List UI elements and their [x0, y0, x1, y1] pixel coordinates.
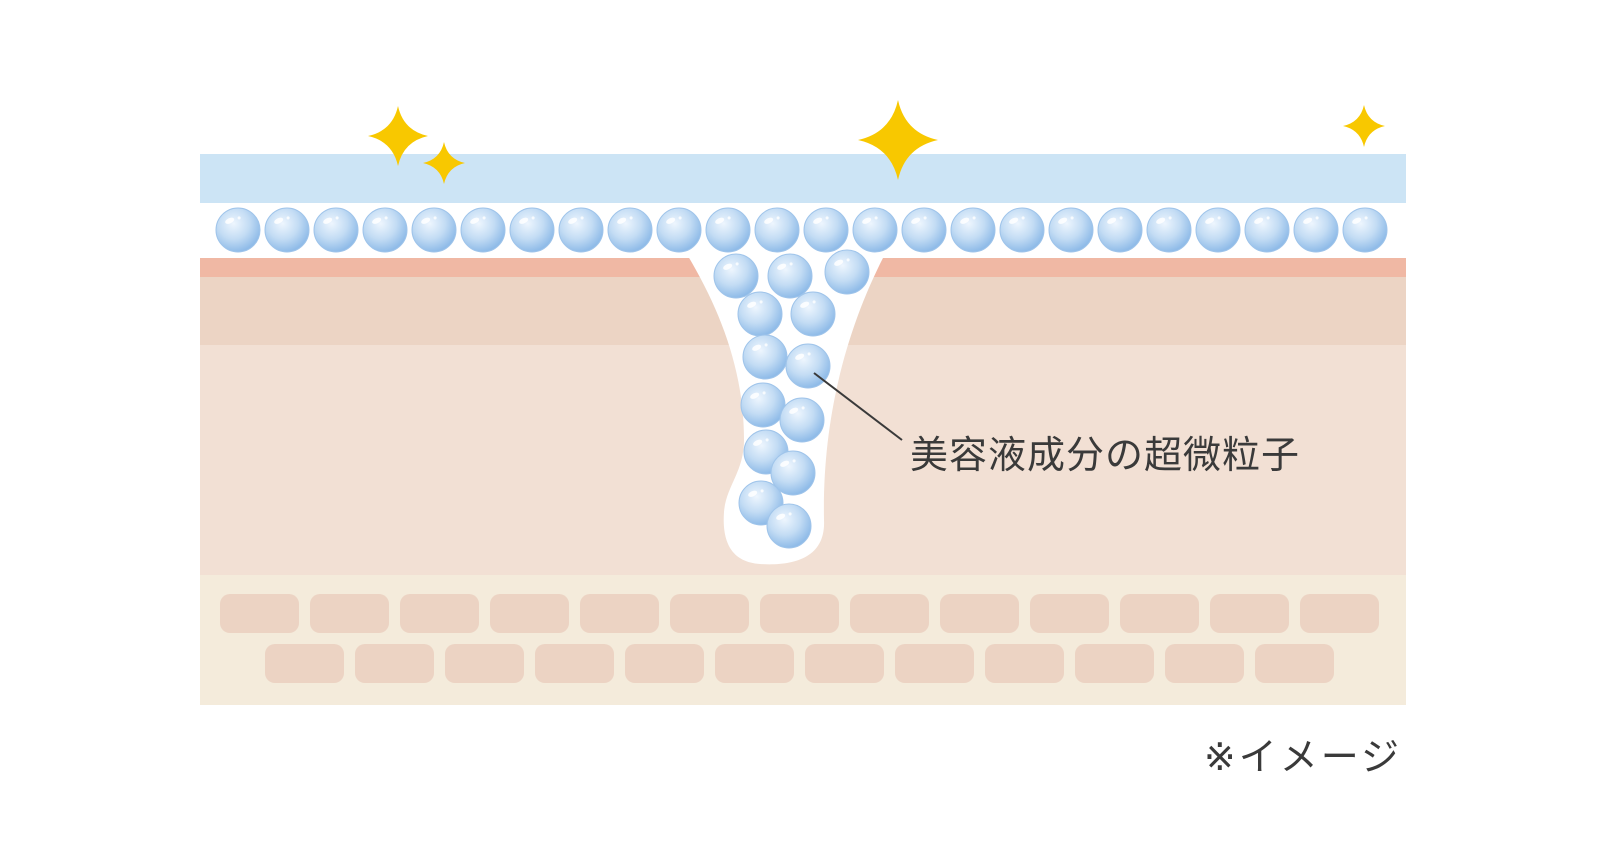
particle-sphere-icon	[950, 207, 996, 253]
particle-sphere-icon	[754, 207, 800, 253]
particle-sphere-icon	[411, 207, 457, 253]
particle-sphere-icon	[705, 207, 751, 253]
particle-sphere-icon	[1244, 207, 1290, 253]
dermis-cells	[220, 594, 1379, 683]
particle-sphere-icon	[824, 249, 870, 295]
surface-moisture-layer	[200, 154, 1406, 203]
skin-cell	[1165, 644, 1244, 683]
skin-cell	[400, 594, 479, 633]
skin-cell	[760, 594, 839, 633]
skin-cell	[310, 594, 389, 633]
particle-sphere-icon	[770, 450, 816, 496]
particle-sphere-icon	[509, 207, 555, 253]
surface-particle-row	[215, 207, 1388, 253]
skin-cell	[715, 644, 794, 683]
pore-particle-cluster	[713, 249, 870, 549]
skin-cell	[805, 644, 884, 683]
skin-cell	[220, 594, 299, 633]
skin-cell	[265, 644, 344, 683]
particle-sphere-icon	[264, 207, 310, 253]
particle-sphere-icon	[803, 207, 849, 253]
particle-sphere-icon	[1097, 207, 1143, 253]
skin-cell	[535, 644, 614, 683]
skin-cell	[985, 644, 1064, 683]
particle-sphere-icon	[362, 207, 408, 253]
particle-sphere-icon	[779, 397, 825, 443]
particle-sphere-icon	[313, 207, 359, 253]
particle-sphere-icon	[215, 207, 261, 253]
particle-sphere-icon	[558, 207, 604, 253]
skin-cell	[670, 594, 749, 633]
particle-sphere-icon	[1048, 207, 1094, 253]
particle-sphere-icon	[607, 207, 653, 253]
particle-sphere-icon	[790, 291, 836, 337]
skin-cell	[850, 594, 929, 633]
skin-cell	[1030, 594, 1109, 633]
particle-sphere-icon	[999, 207, 1045, 253]
skin-cell	[1210, 594, 1289, 633]
skin-cell	[895, 644, 974, 683]
particle-sphere-icon	[737, 291, 783, 337]
particle-annotation-label: 美容液成分の超微粒子	[910, 433, 1301, 477]
annotation-leader-line	[813, 372, 903, 441]
sparkles	[368, 100, 1385, 184]
skin-cell	[1255, 644, 1334, 683]
skin-cell	[625, 644, 704, 683]
particle-sphere-icon	[901, 207, 947, 253]
skin-cell	[490, 594, 569, 633]
sparkle-icon	[858, 100, 938, 180]
particle-sphere-icon	[767, 253, 813, 299]
particle-sphere-icon	[656, 207, 702, 253]
particle-sphere-icon	[852, 207, 898, 253]
particle-sphere-icon	[742, 334, 788, 380]
particle-sphere-icon	[740, 382, 786, 428]
particle-sphere-icon	[1293, 207, 1339, 253]
skin-cell	[1120, 594, 1199, 633]
skin-cell	[1075, 644, 1154, 683]
particle-sphere-icon	[460, 207, 506, 253]
skin-cell	[940, 594, 1019, 633]
particle-sphere-icon	[713, 253, 759, 299]
sparkle-icon	[368, 106, 428, 166]
particle-sphere-icon	[766, 503, 812, 549]
particle-sphere-icon	[1146, 207, 1192, 253]
image-note-label: ※イメージ	[1203, 735, 1402, 779]
sparkle-icon	[1343, 105, 1385, 147]
sparkle-icon	[423, 142, 465, 184]
skin-cell	[1300, 594, 1379, 633]
skin-cell	[355, 644, 434, 683]
skin-cell	[580, 594, 659, 633]
particle-sphere-icon	[1342, 207, 1388, 253]
particle-sphere-icon	[1195, 207, 1241, 253]
skin-cell	[445, 644, 524, 683]
